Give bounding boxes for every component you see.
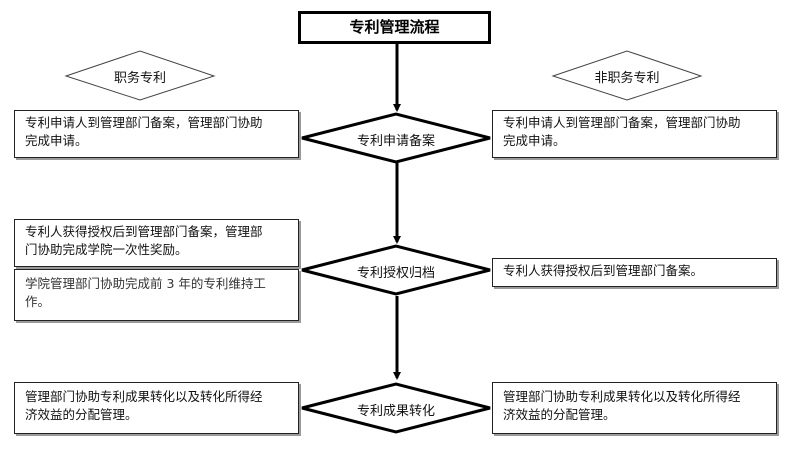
step1-label: 专利申请备案 xyxy=(356,134,435,149)
right-side-label: 非职务专利 xyxy=(594,71,660,86)
step2-left-sub-line-2: 作。 xyxy=(25,294,51,309)
step1-left-line-1: 专利申请人到管理部门备案，管理部门协助 xyxy=(25,115,263,130)
step1-left-line-2: 完成申请。 xyxy=(25,133,88,148)
step2-left-box: 专利人获得授权后到管理部门备案，管理部 门协助完成学院一次性奖励。 xyxy=(14,219,299,267)
step2-left-line-2: 门协助完成学院一次性奖励。 xyxy=(25,242,188,257)
step3-left-box: 管理部门协助专利成果转化以及转化所得经 济效益的分配管理。 xyxy=(14,382,299,434)
step2-left-line-1: 专利人获得授权后到管理部门备案，管理部 xyxy=(25,224,263,239)
step1-right-line-2: 完成申请。 xyxy=(503,133,566,148)
flow-title: 专利管理流程 xyxy=(298,11,491,44)
left-side-label: 职务专利 xyxy=(113,71,166,86)
step2-left-sub-box: 学院管理部门协助完成前 3 年的专利维持工 作。 xyxy=(14,269,299,321)
step1-diamond xyxy=(301,112,491,164)
step3-label: 专利成果转化 xyxy=(356,404,435,419)
step2-right-line-1: 专利人获得授权后到管理部门备案。 xyxy=(503,263,704,278)
step1-right-line-1: 专利申请人到管理部门备案，管理部门协助 xyxy=(503,115,741,130)
step3-diamond xyxy=(301,382,491,434)
step3-right-line-1: 管理部门协助专利成果转化以及转化所得经 xyxy=(503,389,741,404)
left-label-diamond xyxy=(64,50,216,101)
step3-right-box: 管理部门协助专利成果转化以及转化所得经 济效益的分配管理。 xyxy=(492,382,777,434)
step2-label: 专利授权归档 xyxy=(356,266,435,281)
step3-right-line-2: 济效益的分配管理。 xyxy=(503,407,616,422)
step2-right-box: 专利人获得授权后到管理部门备案。 xyxy=(492,258,777,287)
step3-left-line-1: 管理部门协助专利成果转化以及转化所得经 xyxy=(25,389,263,404)
step2-left-sub-line-1: 学院管理部门协助完成前 3 年的专利维持工 xyxy=(25,276,266,291)
step3-left-line-2: 济效益的分配管理。 xyxy=(25,407,138,422)
step1-right-box: 专利申请人到管理部门备案，管理部门协助 完成申请。 xyxy=(492,110,777,158)
right-label-diamond xyxy=(551,50,703,101)
step2-diamond xyxy=(301,244,491,296)
step1-left-box: 专利申请人到管理部门备案，管理部门协助 完成申请。 xyxy=(14,110,299,158)
